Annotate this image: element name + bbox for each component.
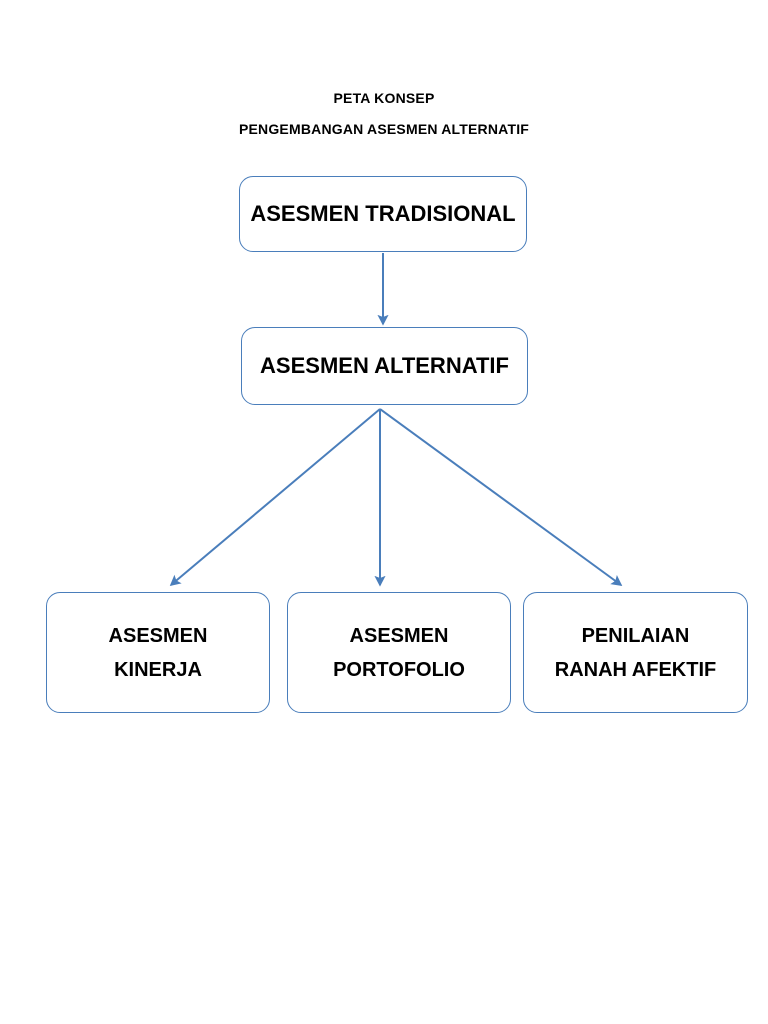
node-asesmen-alternatif[interactable]: ASESMEN ALTERNATIF: [241, 327, 528, 405]
node-label: PENILAIAN RANAH AFEKTIF: [554, 624, 717, 681]
node-label: ASESMEN ALTERNATIF: [260, 353, 509, 378]
node-penilaian-ranah-afektif[interactable]: PENILAIAN RANAH AFEKTIF: [523, 592, 748, 713]
node-label: ASESMEN KINERJA: [108, 624, 208, 681]
node-asesmen-kinerja[interactable]: ASESMEN KINERJA: [46, 592, 270, 713]
page-title-line-1: PETA KONSEP: [333, 90, 435, 106]
node-asesmen-portofolio[interactable]: ASESMEN PORTOFOLIO: [287, 592, 511, 713]
node-label: ASESMEN PORTOFOLIO: [333, 624, 465, 681]
edge-alternative-to-kinerja: [169, 408, 381, 587]
node-asesmen-tradisional[interactable]: ASESMEN TRADISIONAL: [239, 176, 527, 252]
edge-alternative-to-afektif: [379, 408, 623, 586]
node-label: ASESMEN TRADISIONAL: [250, 201, 516, 226]
page-title-line-2: PENGEMBANGAN ASESMEN ALTERNATIF: [238, 121, 530, 137]
